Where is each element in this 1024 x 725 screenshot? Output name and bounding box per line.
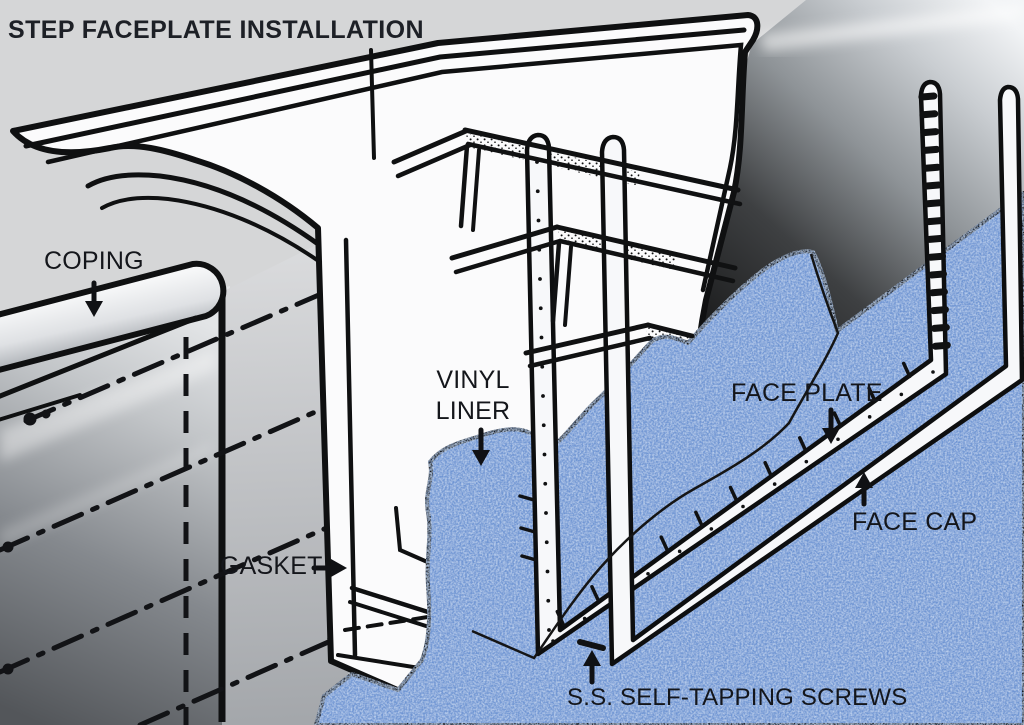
gasket-arrow-icon xyxy=(311,559,347,577)
coping-arrow-icon xyxy=(85,280,103,317)
label-vinyl-liner: VINYL LINER xyxy=(428,365,518,426)
face-plate-side-screws xyxy=(518,494,538,562)
loose-screw xyxy=(577,639,606,651)
pool-wall-left xyxy=(0,286,230,725)
label-gasket: GASKET xyxy=(220,552,323,580)
face-cap-frame xyxy=(599,84,1024,667)
page-title: STEP FACEPLATE INSTALLATION xyxy=(8,16,424,44)
vinyl-liner-arrow-icon xyxy=(472,427,490,466)
label-screws: S.S. SELF-TAPPING SCREWS xyxy=(567,684,908,711)
step-tread-lines xyxy=(391,127,743,369)
annotation-arrows xyxy=(85,280,873,685)
coping-rail xyxy=(0,260,227,422)
face-plate-arrow-icon xyxy=(822,407,840,444)
label-vinyl-line1: VINYL xyxy=(436,366,510,394)
liner-bead-line xyxy=(471,253,840,660)
vinyl-liner xyxy=(314,191,1024,725)
label-coping: COPING xyxy=(44,247,144,275)
label-face-plate: FACE PLATE xyxy=(731,379,883,407)
label-face-cap: FACE CAP xyxy=(852,508,978,536)
label-vinyl-line2: LINER xyxy=(435,396,511,425)
screws-arrow-icon xyxy=(583,650,601,685)
screw-head-icon xyxy=(2,409,51,675)
face-cap-arrow-icon xyxy=(855,472,873,507)
